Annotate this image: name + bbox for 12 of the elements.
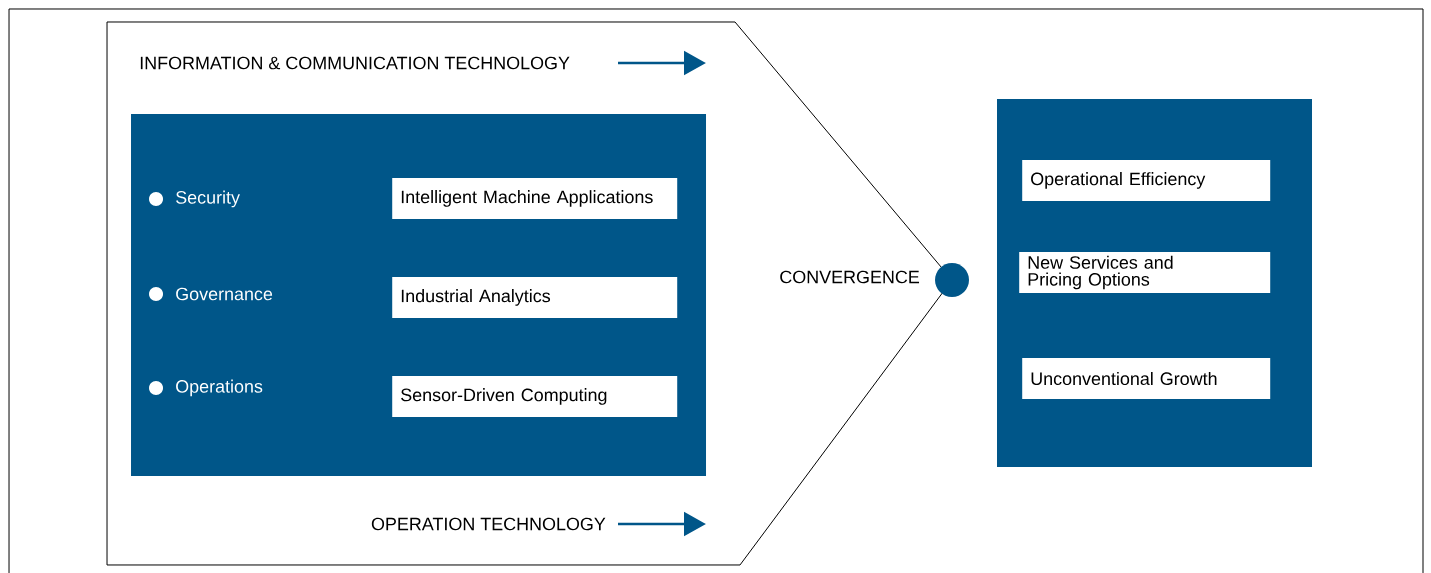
bullet-item: Governance: [149, 287, 273, 301]
text-box: Operational Efficiency: [1022, 160, 1271, 201]
heading: OPERATION TECHNOLOGY: [371, 517, 606, 531]
text-box: Unconventional Growth: [1022, 358, 1271, 399]
text-box: Industrial Analytics: [392, 277, 678, 318]
text-box: Intelligent Machine Applications: [392, 178, 678, 219]
bullet-item: Operations: [149, 379, 263, 397]
heading: INFORMATION & COMMUNICATION TECHNOLOGY: [140, 56, 570, 70]
text-box: New Services and Pricing Options: [1019, 252, 1271, 293]
bullet-item: Security: [149, 190, 240, 208]
label: CONVERGENCE: [780, 270, 920, 284]
text-box: Sensor-Driven Computing: [392, 376, 678, 417]
